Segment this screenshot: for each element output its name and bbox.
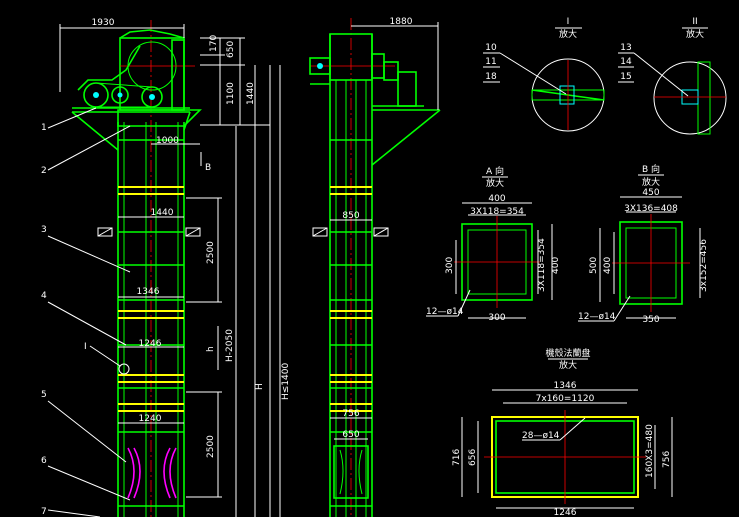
front-dim-1440: 1440 <box>246 82 256 105</box>
section-b-dim-holes-right: 3x152=456 <box>699 239 709 292</box>
detail-ii-callout-13: 13 <box>620 43 631 53</box>
flange-detail: 機殼法蘭盘 放大 1346 7x160=1120 28—ø14 716 656 … <box>452 347 673 517</box>
part-number-4: 4 <box>41 291 47 301</box>
side-dim-width-850: 850 <box>342 211 359 221</box>
section-a-hole-note: 12—ø14 <box>426 307 464 317</box>
front-dim-H: H <box>255 383 265 390</box>
section-b-dim-bottom-width: 350 <box>642 315 659 325</box>
section-a: A 向 放大 400 3X118=354 300 3X118=354 400 3… <box>426 165 561 323</box>
detail-i-callout-10: 10 <box>485 43 497 53</box>
part-number-2: 2 <box>41 166 47 176</box>
flange-dim-height-inner: 656 <box>468 449 478 466</box>
part-number-3: 3 <box>41 225 47 235</box>
section-b: B 向 放大 450 3X136=408 500 400 3x152=456 3… <box>578 163 709 325</box>
side-dim-width-756: 756 <box>342 409 359 419</box>
section-b-dim-height-mid: 400 <box>603 257 613 274</box>
front-dim-1000: 1000 <box>156 136 179 146</box>
detail-ii: II 放大 13 14 15 <box>618 17 727 135</box>
front-dim-650: 650 <box>226 41 236 58</box>
flange-dim-height-right: 756 <box>662 451 672 468</box>
detail-i-callout-18: 18 <box>485 72 497 82</box>
flange-hole-note: 28—ø14 <box>522 431 560 441</box>
section-b-dim-outer-width: 450 <box>642 188 659 198</box>
front-section-mark-b: B <box>205 163 211 173</box>
section-a-dim-outer-width: 400 <box>488 194 505 204</box>
front-dim-width-1346: 1346 <box>137 287 160 297</box>
section-a-dim-height-left: 300 <box>445 257 455 274</box>
detail-i: I 放大 10 11 18 <box>483 17 605 132</box>
section-a-dim-holes-right: 3X118=354 <box>537 238 547 292</box>
part-number-6: 6 <box>41 456 47 466</box>
section-a-dim-height-right: 400 <box>551 257 561 274</box>
section-a-dim-holes-top: 3X118=354 <box>470 207 524 217</box>
section-b-scale: 放大 <box>642 176 660 188</box>
front-dim-2500-upper: 2500 <box>206 241 216 264</box>
section-a-dim-bottom-width: 300 <box>488 313 505 323</box>
front-dim-h: h <box>206 346 216 352</box>
section-b-title: B 向 <box>642 163 660 175</box>
flange-title: 機殼法蘭盘 <box>545 347 590 359</box>
section-b-dim-holes-top: 3X136=408 <box>624 204 678 214</box>
section-a-title: A 向 <box>486 165 504 177</box>
detail-ii-callout-15: 15 <box>620 72 631 82</box>
front-dim-2500-lower: 2500 <box>206 435 216 458</box>
flange-dim-holes-top: 7x160=1120 <box>536 394 595 404</box>
front-view: 1930 170 650 1100 1440 1000 B 1440 2500 … <box>41 18 291 517</box>
section-a-scale: 放大 <box>486 177 504 189</box>
front-dim-170: 170 <box>209 35 219 52</box>
front-dim-top-width: 1930 <box>92 18 115 28</box>
front-dim-width-1246: 1246 <box>139 339 162 349</box>
flange-dim-height-outer: 716 <box>452 449 462 466</box>
part-number-5: 5 <box>41 390 47 400</box>
front-dim-h-2050: H-2050 <box>225 329 235 362</box>
part-number-1: 1 <box>41 123 47 133</box>
flange-dim-holes-right: 160X3=480 <box>645 424 655 478</box>
flange-scale: 放大 <box>559 359 577 371</box>
front-dim-1100: 1100 <box>226 82 236 105</box>
front-detail-marker-i: I <box>84 342 87 352</box>
front-dim-H-1400: H≤1400 <box>281 363 291 400</box>
part-number-7: 7 <box>41 507 47 517</box>
detail-i-scale: 放大 <box>559 28 577 40</box>
section-b-dim-height-left: 500 <box>589 257 599 274</box>
detail-i-callout-11: 11 <box>485 57 496 67</box>
detail-ii-title: II <box>692 17 697 27</box>
side-dim-top-width: 1880 <box>390 17 413 27</box>
front-dim-width-1240: 1240 <box>139 414 162 424</box>
section-b-hole-note: 12—ø14 <box>578 312 616 322</box>
detail-ii-callout-14: 14 <box>620 57 632 67</box>
front-dim-width-1440: 1440 <box>151 208 174 218</box>
flange-dim-bottom-width: 1246 <box>554 508 577 517</box>
side-dim-width-650: 650 <box>342 430 359 440</box>
detail-i-title: I <box>567 17 570 27</box>
side-view: 1880 850 756 650 <box>309 17 441 517</box>
flange-dim-outer-width: 1346 <box>554 381 577 391</box>
detail-ii-scale: 放大 <box>686 28 704 40</box>
